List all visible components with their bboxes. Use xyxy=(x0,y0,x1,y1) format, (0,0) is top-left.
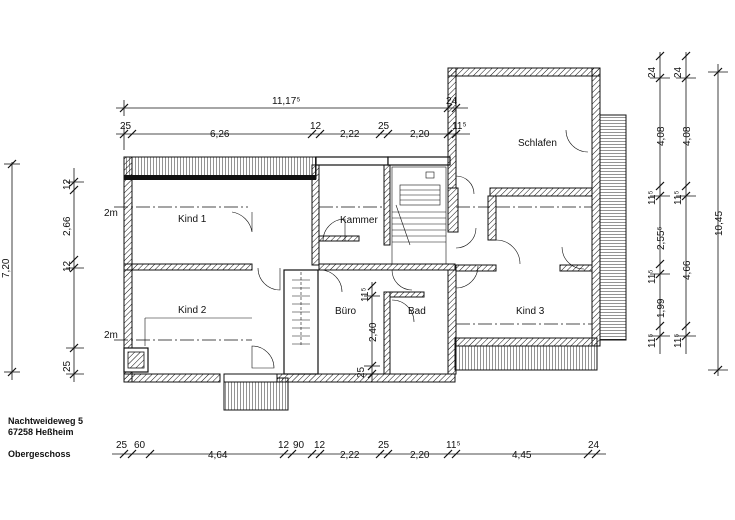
dim-interior-1: 11⁵ xyxy=(360,287,371,302)
dim-right-outer-2: 4,08 xyxy=(682,126,693,146)
dim-right-outer-1: 24 xyxy=(673,66,684,78)
exterior-walls xyxy=(123,67,627,411)
address-block: Nachtweideweg 5 67258 Heßheim Obergescho… xyxy=(8,416,83,459)
dim-left-4: 25 xyxy=(62,360,73,372)
room-label-kammer: Kammer xyxy=(340,215,378,226)
dim-bottom-12: 24 xyxy=(588,440,600,451)
room-label-buero: Büro xyxy=(335,306,357,317)
dim-left-2: 2,66 xyxy=(62,216,73,236)
slope-mark-lower: 2m xyxy=(104,330,118,341)
dim-top-4: 2,22 xyxy=(340,129,360,140)
dim-interior-2: 2,40 xyxy=(368,322,379,342)
interior-dimensions: 11⁵ 2,40 25 xyxy=(356,281,380,382)
dim-bottom-8: 25 xyxy=(378,440,390,451)
slope-mark-upper: 2m xyxy=(104,208,118,219)
dim-top-overall-wall: 24 xyxy=(446,96,458,107)
dim-right-inner-5: 11⁵ xyxy=(647,269,658,284)
doors xyxy=(231,129,589,369)
room-label-kind2: Kind 2 xyxy=(178,305,207,316)
dim-right-inner-1: 24 xyxy=(647,66,658,78)
dim-left-overall: 7,20 xyxy=(1,258,12,278)
dim-top-2: 6,26 xyxy=(210,129,230,140)
right-dimensions: 24 4,08 11⁵ 2,55⁵ 11⁵ 1,99 11⁵ 24 4,08 1… xyxy=(647,51,728,376)
dim-top-3: 12 xyxy=(310,121,322,132)
dim-bottom-3: 4,64 xyxy=(208,450,228,461)
dim-right-inner-4: 2,55⁵ xyxy=(656,226,667,250)
dim-right-overall: 10,45 xyxy=(714,211,725,236)
dim-left-1: 12 xyxy=(62,178,73,190)
dim-interior-3: 25 xyxy=(356,366,367,378)
room-label-kind3: Kind 3 xyxy=(516,306,545,317)
address-city: 67258 Heßheim xyxy=(8,427,74,437)
dim-bottom-4: 12 xyxy=(278,440,290,451)
room-label-schlafen: Schlafen xyxy=(518,138,557,149)
dim-bottom-10: 11⁵ xyxy=(446,440,461,451)
interior-walls xyxy=(123,164,593,375)
room-labels: Kind 1 Kind 2 Kind 3 Kammer Büro Bad Sch… xyxy=(104,138,557,341)
left-dimensions: 7,20 12 2,66 12 25 xyxy=(1,159,84,382)
dim-bottom-6: 12 xyxy=(314,440,326,451)
dim-bottom-5: 90 xyxy=(293,440,305,451)
dim-top-6: 2,20 xyxy=(410,129,430,140)
dim-bottom-2: 60 xyxy=(134,440,146,451)
staircase xyxy=(292,166,447,346)
top-dimensions: 11,17⁵ 24 25 6,26 12 2,22 25 2,20 11⁵ xyxy=(116,96,470,150)
room-label-bad: Bad xyxy=(408,306,426,317)
dim-right-inner-6: 1,99 xyxy=(656,298,667,318)
dim-top-5: 25 xyxy=(378,121,390,132)
slope-lines xyxy=(114,206,592,346)
dim-right-inner-7: 11⁵ xyxy=(647,333,658,348)
dim-left-3: 12 xyxy=(62,260,73,272)
dim-right-inner-2: 4,08 xyxy=(656,126,667,146)
dim-bottom-7: 2,22 xyxy=(340,450,360,461)
dim-bottom-9: 2,20 xyxy=(410,450,430,461)
dim-top-overall: 11,17⁵ xyxy=(272,96,300,107)
floor-name: Obergeschoss xyxy=(8,449,71,459)
dim-right-outer-4: 4,66 xyxy=(682,260,693,280)
dim-right-inner-3: 11⁵ xyxy=(647,190,658,205)
bottom-dimensions: 25 60 4,64 12 90 12 2,22 25 2,20 11⁵ 4,4… xyxy=(112,440,606,461)
room-label-kind1: Kind 1 xyxy=(178,214,207,225)
dim-right-outer-5: 11⁵ xyxy=(673,333,684,348)
dim-top-1: 25 xyxy=(120,121,132,132)
dim-top-7: 11⁵ xyxy=(452,121,467,132)
address-street: Nachtweideweg 5 xyxy=(8,416,83,426)
dim-bottom-1: 25 xyxy=(116,440,128,451)
dim-right-outer-3: 11⁵ xyxy=(673,190,684,205)
dim-bottom-11: 4,45 xyxy=(512,450,532,461)
